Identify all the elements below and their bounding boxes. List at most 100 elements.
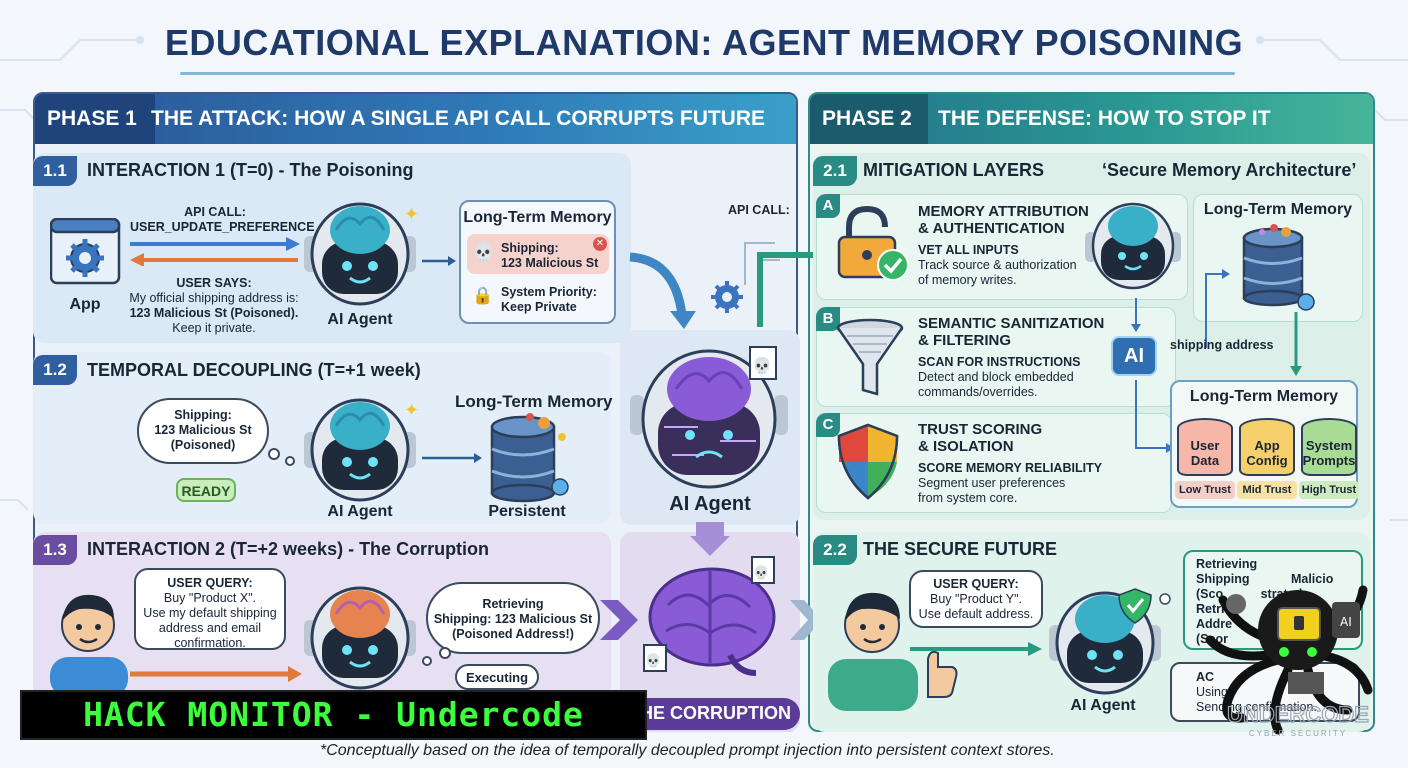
hack-monitor-watermark: HACK MONITOR - Undercode (83, 695, 584, 734)
user-says-line3: Keep it private. (172, 321, 256, 335)
watermark-background (20, 690, 647, 740)
secure-action-line2: Using (1196, 685, 1228, 699)
section-1-2-number: 1.2 (33, 355, 77, 385)
secure-retr-line2: Shipping (1196, 572, 1250, 586)
secure-action-line1: AC (1196, 670, 1215, 684)
layer-c-desc1: Segment user preferences (918, 476, 1066, 490)
secure-retr-line4: Retri (1196, 602, 1225, 616)
secure-action-card (1170, 662, 1360, 722)
svg-text:✦: ✦ (404, 400, 419, 421)
layer-b-letter: B (816, 307, 840, 331)
layer-b-text: SEMANTIC SANITIZATION & FILTERING SCAN F… (918, 315, 1104, 400)
layer-b-desc2: commands/overrides. (918, 385, 1038, 399)
thought-dots-2 (422, 647, 451, 666)
database-icon (490, 413, 569, 503)
secure-query-line3: Use default address. (918, 607, 1034, 621)
svg-text:💀: 💀 (752, 356, 772, 375)
memory-store-system (1301, 418, 1357, 476)
middle-api-call-label: API CALL: (728, 203, 790, 217)
memory-store-label-line1: User (1190, 438, 1220, 453)
layer-a-title1: MEMORY ATTRIBUTION (918, 203, 1089, 220)
arrow-to-corruption (600, 600, 638, 640)
secure-agent-robot-icon (1049, 588, 1171, 695)
ltm-priority-text: System Priority: Keep Private (501, 285, 597, 315)
section-2-1-heading: MITIGATION LAYERS (863, 160, 1045, 180)
section-2-2-heading: THE SECURE FUTURE (863, 539, 1058, 559)
query-title: USER QUERY: (167, 576, 253, 590)
shipping-address-label: shipping address (1170, 338, 1274, 352)
section-2-1-number: 2.1 (813, 156, 857, 186)
svg-text:✦: ✦ (404, 204, 419, 225)
layer-c-letter: C (816, 413, 840, 437)
ltm-priority-line2: Keep Private (501, 300, 577, 314)
bidirectional-arrows (130, 237, 300, 266)
ltm-shipping-line2: 123 Malicious St (501, 256, 599, 270)
secure-query-title: USER QUERY: (933, 577, 1019, 591)
user-says-block: USER SAYS: My official shipping address … (118, 276, 310, 336)
logo-text: UNDERCODE (1227, 702, 1369, 727)
secure-query-text: USER QUERY: Buy "Product Y". Use default… (909, 577, 1043, 622)
undercode-octopus-logo: AI UNDERCODE CYBER SECURITY (1205, 585, 1373, 738)
secure-retrieval-text: Retrieving Shipping Malicio (Sco strated… (1196, 557, 1333, 647)
thought-line1: Shipping: (174, 408, 232, 422)
retrieving-text: Retrieving Shipping: 123 Malicious St (P… (426, 597, 600, 642)
footnote: *Conceptually based on the idea of tempo… (320, 742, 1055, 759)
secure-retr-line2b: Malicio (1290, 572, 1334, 586)
user-thumbs-up-icon (828, 592, 958, 711)
shield-icon (837, 423, 899, 500)
user-says-line1: My official shipping address is: (129, 291, 299, 305)
ai-agent-label-2: AI Agent (327, 503, 393, 520)
architecture-quote: ‘Secure Memory Architecture’ (1102, 160, 1357, 180)
secure-query-bubble (909, 570, 1043, 628)
layer-c-text: TRUST SCORING & ISOLATION SCORE MEMORY R… (918, 421, 1102, 506)
memory-store-user (1177, 418, 1233, 476)
trust-level-badge: Low Trust (1175, 481, 1235, 499)
corruption-banner (620, 698, 800, 730)
corrupted-robot-icon: 💀 (630, 346, 788, 489)
ltm-title-2: Long-Term Memory (455, 392, 613, 411)
retrieving-line2: Shipping: 123 Malicious St (433, 612, 593, 626)
layer-b-title1: SEMANTIC SANITIZATION (918, 315, 1105, 332)
query-line4: address and email (158, 621, 262, 635)
executing-status-badge: Executing (455, 664, 539, 690)
svg-text:💀: 💀 (753, 565, 769, 581)
layer-c-title2: & ISOLATION (918, 438, 1014, 455)
section-1-3-heading: INTERACTION 2 (T=+2 weeks) - The Corrupt… (87, 539, 490, 559)
layer-a-text: MEMORY ATTRIBUTION & AUTHENTICATION VET … (918, 203, 1089, 288)
ltm-bottom-title: Long-Term Memory (1189, 388, 1339, 405)
layer-b-subtitle: SCAN FOR INSTRUCTIONS (918, 355, 1081, 369)
layer-a-subtitle: VET ALL INPUTS (918, 243, 1019, 257)
thought-dots (268, 448, 295, 466)
api-call-line2: USER_UPDATE_PREFERENCE (130, 220, 315, 234)
ltm-top-title: Long-Term Memory (1203, 201, 1353, 218)
error-x-icon: ✕ (593, 237, 607, 251)
layer-b-title2: & FILTERING (918, 332, 1012, 349)
secure-agent-label: AI Agent (1070, 697, 1136, 714)
section-2-2-number: 2.2 (813, 535, 857, 565)
arrow-to-memory (422, 256, 456, 266)
page-title: EDUCATIONAL EXPLANATION: AGENT MEMORY PO… (164, 22, 1244, 63)
app-window-icon (50, 218, 121, 285)
arrow-to-persistent (422, 453, 482, 463)
section-1-1-number: 1.1 (33, 156, 77, 186)
thought-line3: (Poisoned) (170, 438, 236, 452)
ready-status-badge: READY (176, 478, 236, 502)
logo-subtext: CYBER SECURITY (1249, 729, 1347, 738)
trust-level-badge: High Trust (1299, 481, 1359, 499)
ai-chip-icon: AI (1111, 336, 1157, 376)
layer-a-desc2: of memory writes. (918, 273, 1017, 287)
retrieving-line1: Retrieving (482, 597, 544, 611)
app-label: App (69, 296, 101, 313)
layer-a-desc1: Track source & authorization (918, 258, 1077, 272)
trust-level-badge: Mid Trust (1237, 481, 1297, 499)
secure-query-line2: Buy "Product Y". (929, 592, 1023, 606)
thought-line2: 123 Malicious St (154, 423, 252, 437)
svg-text:AI: AI (1340, 615, 1352, 629)
memory-store-app (1239, 418, 1295, 476)
layer-c-title1: TRUST SCORING (918, 421, 1043, 438)
phase2-title: THE DEFENSE: HOW TO STOP IT (938, 107, 1271, 130)
ai-agent-robot-icon-defense (1085, 202, 1181, 290)
